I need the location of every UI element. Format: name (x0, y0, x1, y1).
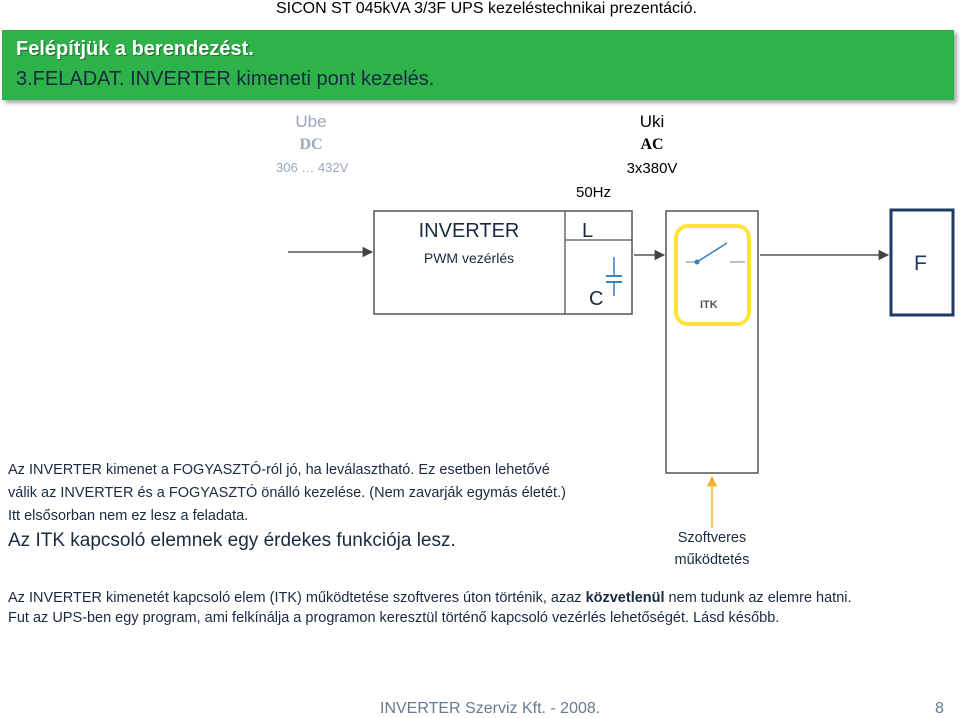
software-note-line-2: működtetés (674, 552, 750, 568)
input-voltage-label: Ube (295, 112, 327, 131)
slide-title: SICON ST 045kVA 3/3F UPS kezeléstechnika… (276, 0, 697, 17)
inverter-box (373, 210, 633, 315)
switch-icon (696, 242, 728, 263)
description-highlight: Az ITK kapcsoló elemnek egy érdekes funk… (8, 530, 456, 551)
page-number: 8 (935, 700, 944, 717)
frequency-label: 50Hz (576, 184, 612, 201)
capacitor-label: C (589, 288, 604, 310)
output-voltage-value: 3x380V (626, 160, 678, 177)
output-type-label: AC (640, 136, 664, 153)
footer-company: INVERTER Szerviz Kft. - 2008. (380, 700, 601, 717)
input-type-label: DC (299, 136, 323, 153)
description-line-1: Az INVERTER kimenet a FOGYASZTÓ-ról jó, … (8, 462, 550, 478)
bottom-line-1: Az INVERTER kimenetét kapcsoló elem (ITK… (8, 590, 852, 606)
slide-heading: Felépítjük a berendezést. (16, 38, 254, 60)
output-voltage-label: Uki (639, 112, 665, 131)
software-note-line-1: Szoftveres (677, 530, 747, 546)
itk-switch-box (674, 224, 751, 326)
task-heading: 3.FELADAT. INVERTER kimeneti pont kezelé… (16, 68, 435, 90)
description-line-3: Itt elsősorban nem ez lesz a feladata. (8, 508, 249, 524)
inverter-subtitle: PWM vezérlés (423, 250, 515, 266)
bottom-line-2: Fut az UPS-ben egy program, ami felkínál… (8, 610, 780, 626)
inverter-title: INVERTER (418, 220, 520, 242)
load-label: F (914, 252, 927, 275)
title-banner: Felépítjük a berendezést. 3.FELADAT. INV… (2, 30, 954, 100)
inductor-label: L (582, 220, 594, 242)
load-box (889, 208, 955, 317)
description-line-2: válik az INVERTER és a FOGYASZTÓ önálló … (8, 485, 566, 501)
itk-label: ITK (700, 299, 718, 311)
emphasis-direct: közvetlenül (585, 590, 665, 606)
input-range-label: 306 … 432V (276, 160, 349, 175)
